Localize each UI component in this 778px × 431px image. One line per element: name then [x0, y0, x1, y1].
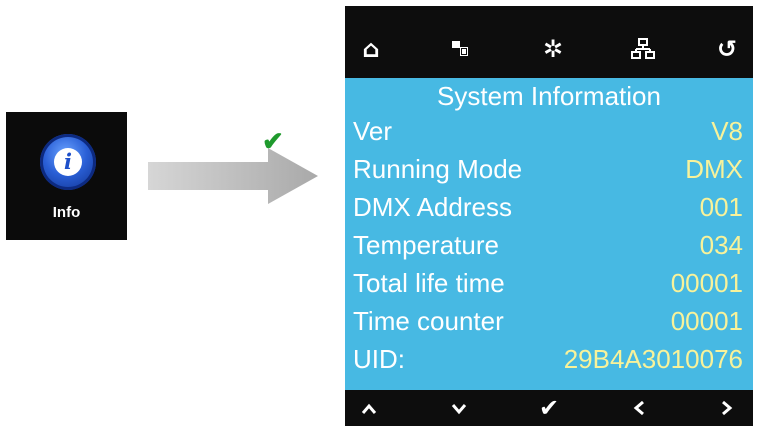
- row-value: 001: [699, 192, 743, 222]
- home-icon[interactable]: ⌂: [362, 35, 380, 63]
- right-arrow-icon: [148, 148, 318, 204]
- info-row-time-counter: Time counter 00001: [353, 304, 743, 338]
- row-value: 034: [699, 230, 743, 260]
- row-value: 29B4A3010076: [563, 344, 743, 374]
- row-value: 00001: [670, 268, 743, 298]
- layers-icon[interactable]: [441, 34, 481, 64]
- device-screen: ⌂ ✲: [345, 6, 753, 426]
- back-icon[interactable]: ↺: [716, 35, 738, 63]
- row-value: DMX: [685, 154, 743, 184]
- info-app-tile[interactable]: i Info: [6, 112, 127, 240]
- network-icon[interactable]: [623, 34, 663, 64]
- info-row-uid: UID: 29B4A3010076: [353, 342, 743, 376]
- panel-title: System Information: [437, 81, 661, 111]
- checkmark-icon: ✔: [262, 126, 284, 156]
- info-app-label: Info: [52, 204, 81, 221]
- info-icon: i: [40, 134, 96, 190]
- row-value: 00001: [670, 306, 743, 336]
- up-icon[interactable]: [349, 392, 389, 424]
- row-label: Time counter: [353, 306, 504, 336]
- info-row-running-mode: Running Mode DMX: [353, 152, 743, 186]
- down-icon[interactable]: [439, 392, 479, 424]
- row-label: Temperature: [353, 230, 499, 260]
- fan-icon[interactable]: ✲: [542, 35, 564, 63]
- row-label: DMX Address: [353, 192, 512, 222]
- system-info-panel: System Information Ver V8 Running Mode D…: [345, 78, 753, 390]
- left-icon[interactable]: [619, 392, 659, 424]
- row-label: Total life time: [353, 268, 505, 298]
- right-icon[interactable]: [707, 392, 747, 424]
- bottom-bar: ✔: [345, 390, 753, 426]
- info-row-temperature: Temperature 034: [353, 228, 743, 262]
- info-row-version: Ver V8: [353, 114, 743, 148]
- row-label: Running Mode: [353, 154, 523, 184]
- row-label: UID:: [353, 344, 405, 374]
- enter-icon[interactable]: ✔: [538, 394, 560, 422]
- top-bar: ⌂ ✲: [345, 6, 753, 78]
- info-row-total-life-time: Total life time 00001: [353, 266, 743, 300]
- row-label: Ver: [353, 116, 393, 146]
- info-icon-glyph: i: [54, 148, 82, 176]
- info-row-dmx-address: DMX Address 001: [353, 190, 743, 224]
- row-value: V8: [711, 116, 743, 146]
